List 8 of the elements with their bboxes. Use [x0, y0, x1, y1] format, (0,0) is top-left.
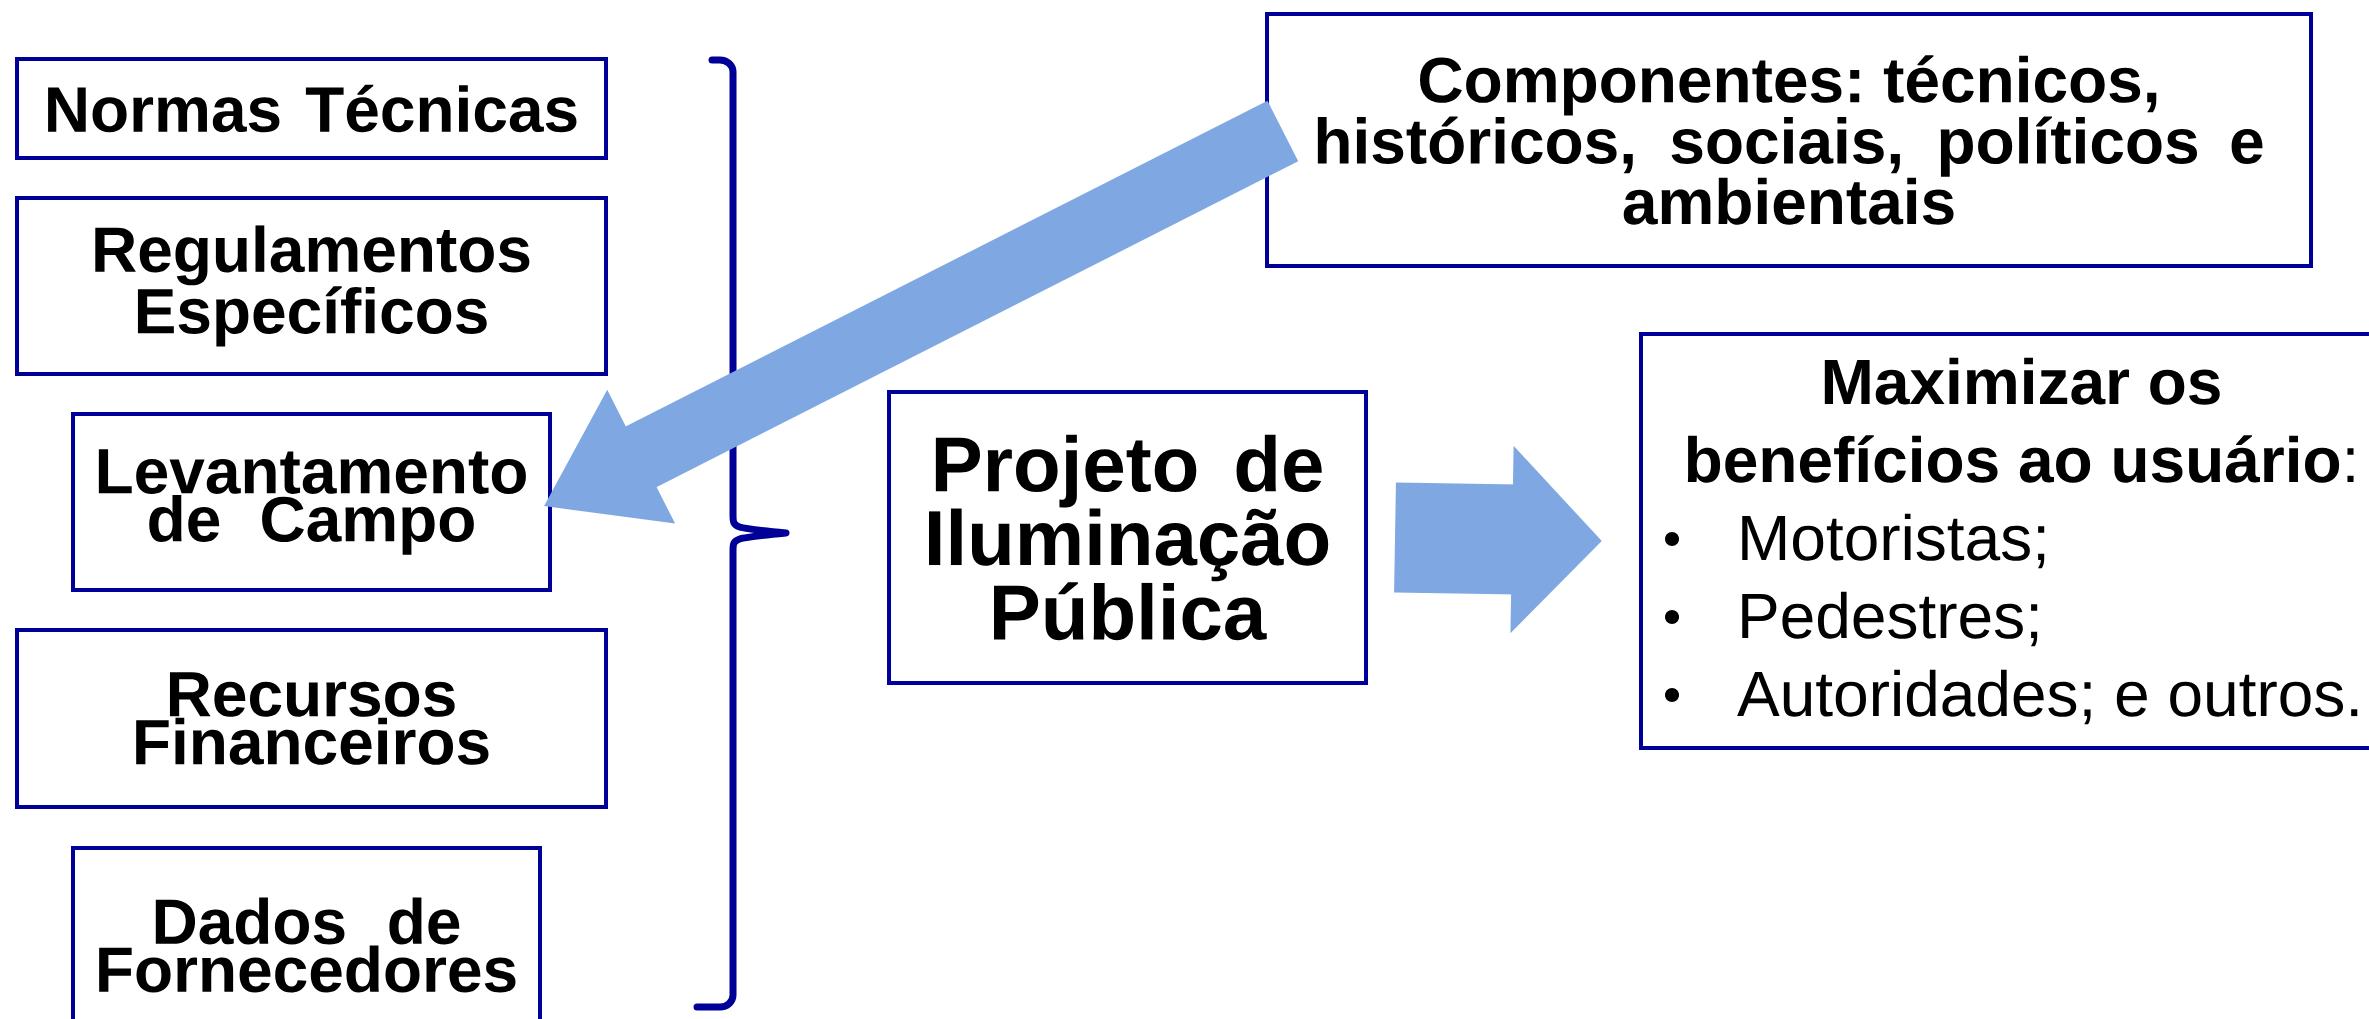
text-box: Levantamento de Campo	[71, 412, 552, 592]
text-box: Dados de Fornecedores	[71, 846, 542, 1019]
text-box: Maximizar os benefícios ao usuário: Motoristas; Pedestres; Autoridades; e outros.	[1639, 332, 2369, 750]
text-box: Normas Técnicas	[15, 57, 608, 160]
text-box: Projeto de Iluminação Pública	[887, 390, 1368, 685]
text-box: Componentes: técnicos, históricos, sociais, políticos e ambientais	[1265, 12, 2313, 268]
text-box: Regulamentos Específicos	[15, 196, 608, 376]
text-box: Recursos Financeiros	[15, 628, 608, 809]
